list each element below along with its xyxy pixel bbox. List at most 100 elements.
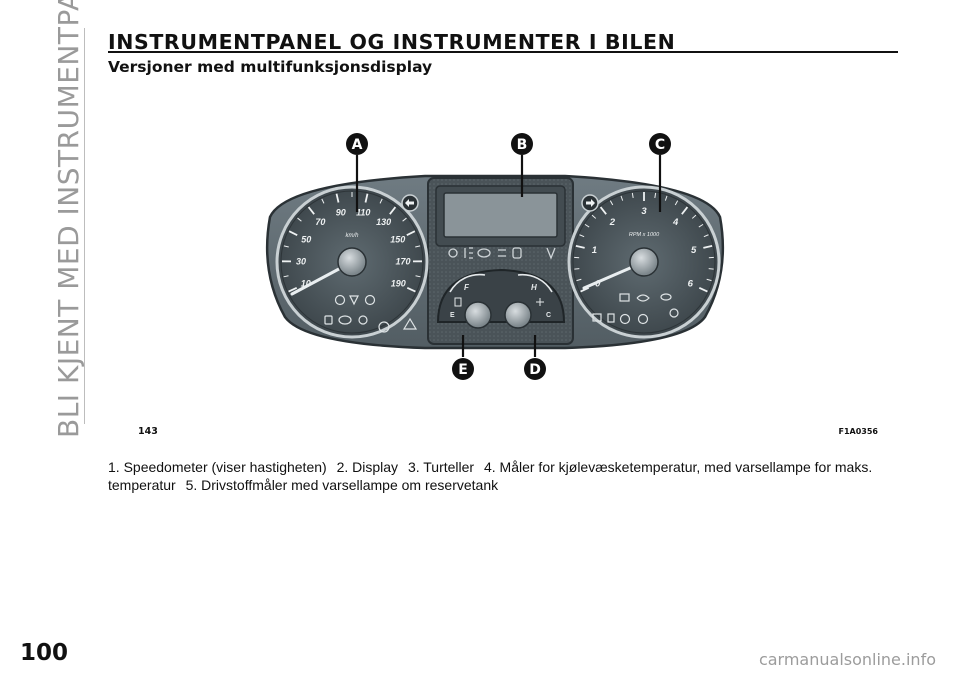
page-title: INSTRUMENTPANEL OG INSTRUMENTER I BILEN <box>108 30 676 54</box>
callout-b-label: B <box>517 137 528 153</box>
speedometer-tick <box>335 193 340 203</box>
tachometer-tick <box>674 200 679 206</box>
temp-cold-mark: C <box>546 312 551 319</box>
caption-item-4: 4. Måler for kjølevæsketemperatur, med v… <box>108 459 873 493</box>
tachometer-tick <box>703 244 713 249</box>
tachometer-unit: RPM x 1000 <box>629 232 660 238</box>
tachometer-tick <box>631 192 634 198</box>
tachometer-tick <box>708 268 714 270</box>
speedometer-tick <box>364 193 369 203</box>
tachometer-tick <box>575 244 585 249</box>
callout-c-badge <box>649 133 671 155</box>
speedometer-tick <box>307 206 315 215</box>
tachometer-tick <box>706 278 712 282</box>
caption-item-5: 5. Drivstoffmåler med varsellampe om res… <box>185 477 499 493</box>
fuel-gauge-hub <box>464 301 492 329</box>
side-divider <box>84 28 85 424</box>
tachometer-tick <box>580 286 590 293</box>
tachometer-tick <box>574 268 580 270</box>
speedometer-tick-label: 150 <box>390 235 405 245</box>
multifunction-display <box>443 192 558 238</box>
speedometer-tick <box>406 230 416 236</box>
page-number: 100 <box>20 640 69 666</box>
tachometer-warning-lights <box>592 293 679 325</box>
tachometer-tick <box>609 200 614 206</box>
speedometer-tick <box>402 217 407 222</box>
tachometer-tick <box>681 206 689 215</box>
speedometer-tick-label: 50 <box>301 235 311 245</box>
callout-a-label: A <box>352 137 363 153</box>
callout-a-badge <box>346 133 368 155</box>
temp-gauge-hub <box>504 301 532 329</box>
speedometer-hub <box>337 247 367 277</box>
callout-e-badge <box>452 358 474 380</box>
right-turn-indicator <box>581 194 599 212</box>
tachometer-tick <box>579 234 585 238</box>
speedometer-warning-lights <box>324 294 418 333</box>
speedometer-tick <box>288 286 298 293</box>
figure-ref-left: 143 <box>138 426 158 437</box>
caption-item-2: 2. Display <box>336 459 399 475</box>
tachometer-tick-label: 2 <box>609 217 616 228</box>
tachometer-tick <box>584 223 590 228</box>
temp-hot-mark: H <box>531 283 537 292</box>
speedometer-tick <box>379 198 383 204</box>
tachometer-tick <box>591 214 597 219</box>
tachometer-tick <box>599 206 607 215</box>
speedometer-tick-label: 130 <box>376 217 391 227</box>
tachometer-tick <box>703 234 709 238</box>
speedometer-tick-label: 190 <box>391 279 406 289</box>
left-turn-indicator <box>401 194 419 212</box>
tachometer-tick <box>698 223 704 228</box>
callout-d-badge <box>524 358 546 380</box>
callout-c-label: C <box>655 137 665 153</box>
speedometer-tick-label: 10 <box>301 279 311 289</box>
tachometer-tick-label: 0 <box>595 279 601 290</box>
tachometer-tick-label: 3 <box>641 206 647 217</box>
speedometer-tick <box>283 275 289 278</box>
callout-d-label: D <box>529 362 541 378</box>
tachometer-tick-label: 1 <box>592 245 597 256</box>
speedometer-tick <box>415 275 421 278</box>
tachometer: 0 1 2 3 4 5 6 RPM x 1000 <box>567 185 721 339</box>
callout-b-badge <box>511 133 533 155</box>
speedometer-tick <box>415 245 421 248</box>
tachometer-tick-label: 5 <box>691 245 697 256</box>
speedometer-tick-label: 110 <box>356 207 370 217</box>
figure-caption: 1. Speedometer (viser hastigheten) 2. Di… <box>108 458 898 494</box>
speedometer-tick <box>283 245 289 248</box>
page-subtitle: Versjoner med multifunksjonsdisplay <box>108 58 433 76</box>
fuel-pump-icon <box>454 297 462 307</box>
coolant-icon <box>536 298 544 306</box>
section-side-tab: BLI KJENT MED INSTRUMENTPANELET <box>52 0 85 438</box>
speedometer-tick-label: 30 <box>296 257 306 267</box>
callout-e-label: E <box>458 362 468 378</box>
center-warning-lights <box>448 247 556 260</box>
speedometer-tick <box>288 230 298 236</box>
tachometer-tick <box>620 195 624 201</box>
tachometer-tick-label: 6 <box>688 279 694 290</box>
tachometer-tick <box>664 195 668 201</box>
fuel-empty-mark: E <box>450 312 455 319</box>
tachometer-tick-label: 4 <box>672 217 679 228</box>
caption-item-1: 1. Speedometer (viser hastigheten) <box>108 459 327 475</box>
tachometer-tick <box>654 192 657 198</box>
figure-ref-right: F1A0356 <box>839 427 879 436</box>
tachometer-tick <box>691 214 697 219</box>
speedometer-tick <box>406 286 416 293</box>
watermark[interactable]: carmanualsonline.info <box>758 650 936 669</box>
fuel-full-mark: F <box>464 283 470 292</box>
caption-item-3: 3. Turteller <box>407 459 475 475</box>
speedometer-tick-label: 70 <box>315 217 325 227</box>
speedometer-tick <box>389 206 397 215</box>
speedometer-tick-label: 170 <box>395 257 410 267</box>
tachometer-tick <box>576 278 582 282</box>
speedometer-unit: km/h <box>345 233 359 239</box>
tachometer-hub <box>629 247 659 277</box>
title-underline <box>108 51 898 53</box>
speedometer-tick <box>321 198 325 204</box>
speedometer-tick <box>297 217 302 222</box>
